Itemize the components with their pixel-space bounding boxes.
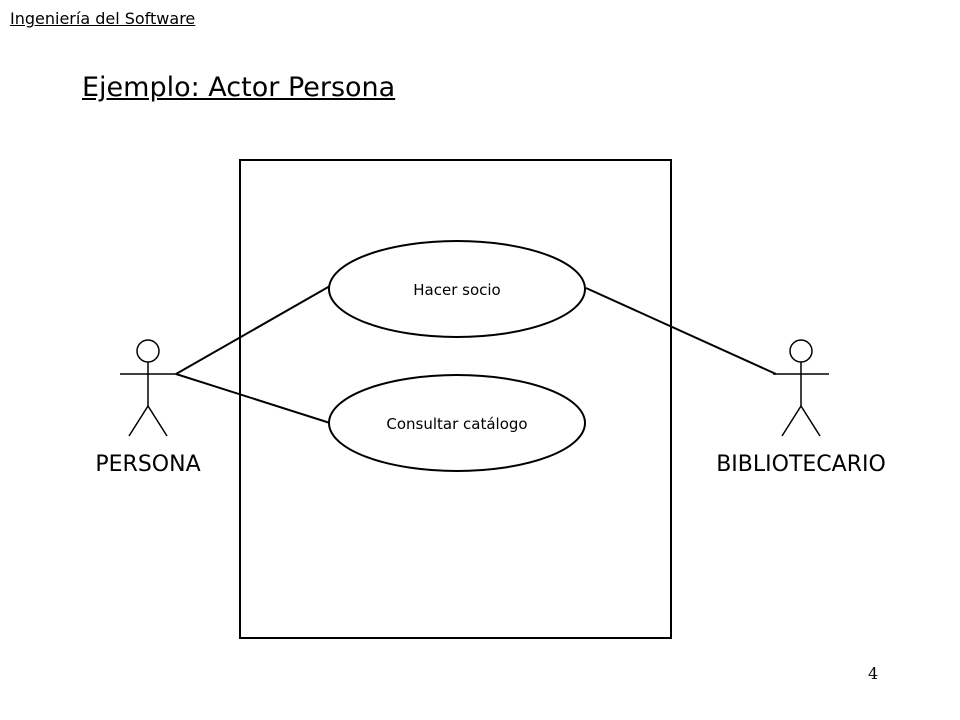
actor-head [136, 339, 160, 363]
association-persona-hacer-socio [175, 285, 331, 375]
actor-left-leg [781, 405, 802, 437]
use-case-ellipse [328, 374, 586, 472]
actor-bibliotecario [773, 339, 829, 437]
actor-label-bibliotecario: BIBLIOTECARIO [716, 452, 886, 477]
actor-right-leg [147, 405, 168, 437]
actor-label-persona: PERSONA [95, 452, 200, 477]
use-case-hacer-socio: Hacer socio [328, 240, 586, 338]
actor-right-leg [800, 405, 821, 437]
use-case-ellipse [328, 240, 586, 338]
slide-title: Ejemplo: Actor Persona [82, 72, 396, 103]
association-persona-consultar-catalogo [175, 373, 331, 424]
actor-head [789, 339, 813, 363]
actor-left-leg [128, 405, 149, 437]
association-bibliotecario-hacer-socio [585, 287, 777, 375]
page-number: 4 [868, 664, 879, 683]
actor-persona [120, 339, 176, 437]
system-boundary [239, 159, 672, 639]
course-header: Ingeniería del Software [10, 9, 196, 28]
use-case-label: Hacer socio [413, 281, 500, 299]
use-case-consultar-catalogo: Consultar catálogo [328, 374, 586, 472]
use-case-label: Consultar catálogo [386, 415, 527, 433]
